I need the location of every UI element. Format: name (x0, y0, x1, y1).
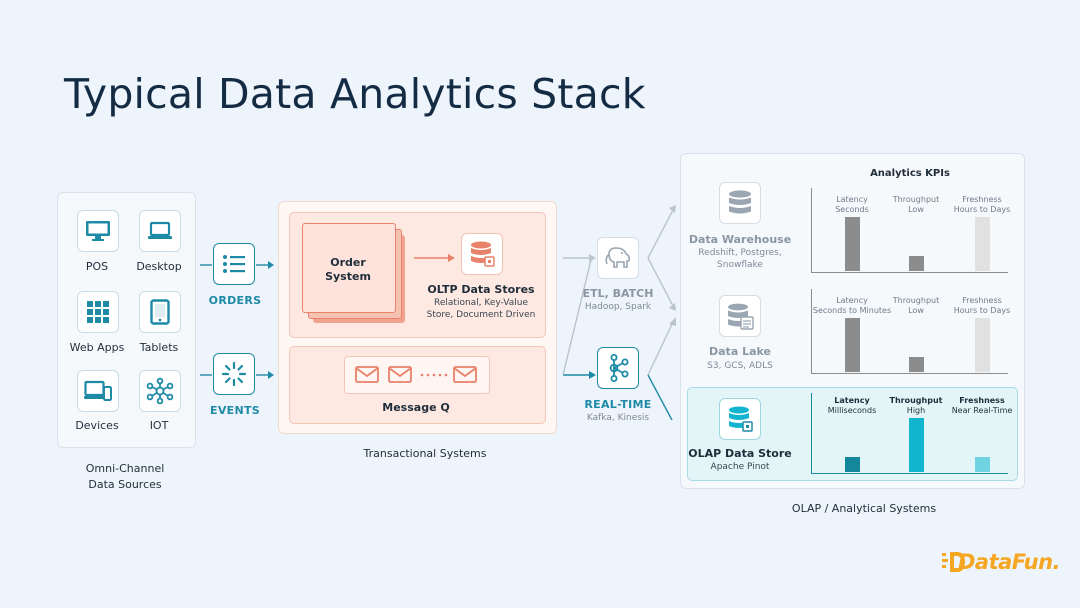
source-label-desktop: Desktop (136, 260, 182, 273)
olap-bar-freshness (975, 457, 990, 472)
olap-kpi-latency-name: Latency (834, 396, 870, 405)
olap-kpi-throughput-value: High (906, 406, 926, 415)
warehouse-bar-freshness (975, 217, 990, 271)
warehouse-title: Data Warehouse (688, 233, 792, 246)
lake-sub-line1: S3, GCS, ADLS (707, 361, 773, 371)
database-icon (729, 190, 751, 214)
olap-kpi-chart (811, 393, 1008, 474)
order-system-label-line1: Order (330, 256, 366, 269)
tablet-icon (150, 299, 170, 325)
lake-kpi-throughput-name: Throughput (892, 296, 940, 305)
page-title: Typical Data Analytics Stack (64, 70, 646, 118)
source-label-devices: Devices (75, 419, 119, 432)
realtime-tile (597, 347, 639, 389)
olap-kpi-throughput-name: Throughput (889, 396, 943, 405)
warehouse-kpi-freshness-name: Freshness (962, 195, 1002, 204)
devices-icon (84, 380, 112, 401)
sources-caption-line2: Data Sources (88, 478, 162, 491)
warehouse-kpi-latency-value: Seconds (835, 205, 869, 214)
pos-tile (77, 210, 119, 252)
order-to-oltp-arrow (414, 254, 455, 262)
tablets-tile (139, 291, 181, 333)
database-lock-icon-olap (729, 406, 753, 432)
olap-title: OLAP Data Store (688, 447, 792, 460)
lake-bar-throughput (909, 357, 924, 372)
message-envelopes (355, 366, 477, 383)
laptop-icon (148, 221, 172, 239)
flow-arrows-left (200, 261, 274, 379)
olap-kpi-latency-value: Milliseconds (827, 406, 877, 415)
lake-db-tile (719, 295, 761, 337)
warehouse-sub-line2: Snowflake (717, 260, 763, 270)
warehouse-kpi-chart (811, 188, 1008, 273)
analytical-caption: OLAP / Analytical Systems (791, 502, 937, 515)
hadoop-elephant-icon (605, 247, 630, 268)
oltp-title: OLTP Data Stores (427, 283, 535, 296)
lake-kpi-latency-value: Seconds to Minutes (812, 306, 892, 315)
sources-caption-line1: Omni-Channel (85, 462, 165, 475)
lake-bar-freshness (975, 318, 990, 372)
logo-text: DataFun. (958, 550, 1061, 574)
warehouse-kpi-latency-name: Latency (836, 195, 868, 204)
devices-tile (77, 370, 119, 412)
olap-kpi-freshness-value: Near Real-Time (951, 406, 1013, 415)
warehouse-kpi-throughput-name: Throughput (892, 195, 940, 204)
kpi-title: Analytics KPIs (870, 168, 950, 179)
web-apps-tile (77, 291, 119, 333)
iot-icon (146, 377, 174, 405)
source-label-tablets: Tablets (139, 341, 179, 354)
oltp-sub-line1: Relational, Key-Value (434, 298, 528, 308)
warehouse-db-tile (719, 182, 761, 224)
warehouse-sub-line1: Redshift, Postgres, (698, 248, 782, 258)
datafun-logo: DataFun. (942, 548, 1068, 578)
batch-tile (597, 237, 639, 279)
lake-bar-latency (845, 318, 860, 372)
olap-bar-latency (845, 457, 860, 472)
warehouse-kpi-freshness-value: Hours to Days (953, 205, 1011, 214)
lake-kpi-throughput-value: Low (908, 306, 924, 315)
transactional-caption: Transactional Systems (363, 447, 487, 460)
orders-tile (213, 243, 255, 285)
logo-mark-icon (942, 552, 965, 572)
lake-kpi-freshness-name: Freshness (962, 296, 1002, 305)
grid-icon (87, 301, 109, 323)
olap-kpi-freshness-name: Freshness (959, 396, 1005, 405)
source-label-web-apps: Web Apps (69, 341, 125, 354)
lake-title: Data Lake (709, 345, 771, 358)
kafka-icon (609, 354, 629, 382)
message-q-label: Message Q (382, 401, 450, 414)
pipeline-arrows (562, 205, 676, 420)
monitor-icon (86, 221, 110, 241)
oltp-db-tile (461, 233, 503, 275)
order-system-label-line2: System (325, 270, 371, 283)
events-tile (213, 353, 255, 395)
lake-kpi-freshness-value: Hours to Days (953, 306, 1011, 315)
orders-label: ORDERS (208, 294, 262, 307)
lake-kpi-latency-name: Latency (836, 296, 868, 305)
realtime-title: REAL-TIME (584, 398, 652, 411)
database-files-icon (728, 303, 754, 330)
olap-bar-throughput (909, 418, 924, 472)
source-label-iot: IOT (149, 419, 169, 432)
warehouse-bar-latency (845, 217, 860, 271)
oltp-sub-line2: Store, Document Driven (426, 310, 536, 320)
warehouse-kpi-throughput-value: Low (908, 205, 924, 214)
desktop-tile (139, 210, 181, 252)
iot-tile (139, 370, 181, 412)
olap-sub-line1: Apache Pinot (710, 462, 770, 472)
events-label: EVENTS (210, 404, 260, 417)
list-icon (223, 255, 245, 273)
events-icon (221, 361, 247, 387)
batch-sub: Hadoop, Spark (584, 302, 652, 312)
batch-title: ETL, BATCH (582, 287, 654, 300)
source-label-pos: POS (85, 260, 109, 273)
olap-db-tile (719, 398, 761, 440)
lake-kpi-chart (811, 289, 1008, 374)
realtime-sub: Kafka, Kinesis (586, 413, 650, 423)
database-lock-icon (471, 241, 495, 267)
warehouse-bar-throughput (909, 256, 924, 271)
order-system-card (302, 223, 396, 313)
